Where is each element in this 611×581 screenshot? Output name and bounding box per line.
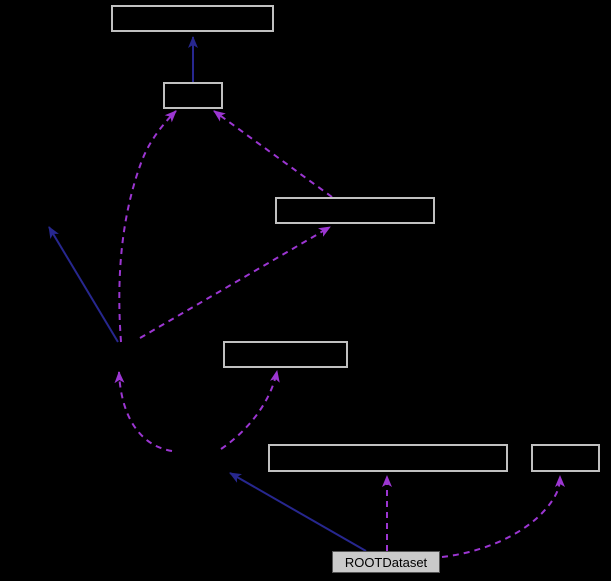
edge-usage-root-to-right [441,475,565,558]
root-node-label: ROOTDataset [344,554,428,570]
node-long[interactable] [268,444,508,472]
edge-inheritance-root-upleft [229,472,367,552]
edge-usage-hub-to-small [118,110,177,343]
node-small[interactable] [163,82,223,109]
edge-inheritance-hub-upleft [48,226,119,343]
edge-usage-hub-to-midright [139,226,331,339]
node-middle[interactable] [223,341,348,368]
node-right[interactable] [531,444,600,472]
node-root-dataset: ROOTDataset [332,551,440,573]
node-top[interactable] [111,5,274,32]
edge-usage-lowerhub-to-middle [220,370,280,450]
edge-usage-lowerhub-to-hub [114,371,173,452]
edge-usage-midright-to-small [213,110,333,198]
node-mid-right[interactable] [275,197,435,224]
